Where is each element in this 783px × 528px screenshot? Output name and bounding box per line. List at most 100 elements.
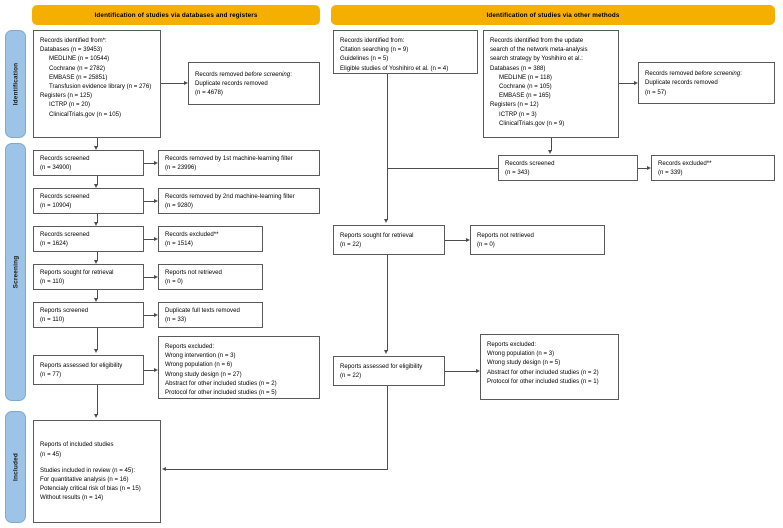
conn-eligibility-to-excluded-right [445, 371, 476, 372]
conn-sought-to-notretrieved-right [445, 240, 466, 241]
ln-update-ictrp: ICTRP (n = 3) [499, 110, 537, 118]
arrowhead-screened3 [94, 222, 99, 226]
box-records-excluded-left: Records excluded** (n = 1514) [158, 226, 263, 252]
ln-notretrieved-right-label: Reports not retrieved [477, 231, 534, 239]
ln-sought-right-label: Reports sought for retrieval [340, 231, 414, 239]
box-records-removed-before-screening-right: Records removed before screening: Duplic… [638, 62, 775, 104]
ln-removed-emph-right: before screening [694, 70, 741, 78]
box-reports-not-retrieved-left: Reports not retrieved (n = 0) [158, 264, 263, 290]
arrowhead-screened-right [548, 150, 553, 154]
conn-sought-to-notretrieved-left [144, 277, 154, 278]
ln-duplicate-removed-left: Duplicate records removed [195, 79, 268, 87]
stage-identification-text: Identification [12, 62, 19, 106]
ln-excl-left-wrong-population: Wrong population (n = 6) [165, 361, 233, 369]
ln-duplicate-fulltext-count: (n = 33) [165, 316, 187, 323]
ln-ml2-label: Records removed by 2nd machine-learning … [165, 192, 295, 200]
ln-eligibility-right-count: (n = 22) [340, 372, 362, 379]
ln-screened2-count: (n = 10904) [40, 202, 72, 209]
ln-clinicaltrials: ClinicalTrials.gov (n = 105) [49, 110, 122, 118]
ln-screened3-label: Records screened [40, 230, 90, 238]
ln-excl-left-protocol: Protocol for other included studies (n =… [165, 389, 277, 397]
box-reports-excluded-left: Reports excluded: Wrong intervention (n … [158, 336, 320, 399]
ln-notretrieved-left-label: Reports not retrieved [165, 268, 222, 276]
conn-identified-to-duplicates-left [161, 83, 184, 84]
conn-eligibility-to-excluded-left [144, 370, 154, 371]
ln-excl-right-abstract: Abstract for other included studies (n =… [487, 368, 599, 376]
ln-sought-left-count: (n = 110) [40, 278, 65, 285]
conn-sought-to-eligibility-right [387, 255, 388, 351]
ln-databases-total: Databases (n = 39453) [40, 46, 103, 54]
ln-eligibility-left-label: Reports assessed for eligibility [40, 361, 123, 369]
ln-update-registers-total: Registers (n = 12) [490, 101, 539, 109]
ln-update-search-3: search strategy by Yoshihiro et al.: [490, 55, 583, 63]
arrowhead-included [94, 414, 99, 418]
ln-excluded-left-count: (n = 1514) [165, 240, 193, 247]
arrowhead-sought-right [384, 219, 389, 223]
box-reports-not-retrieved-right: Reports not retrieved (n = 0) [470, 225, 605, 255]
spacer-included [40, 459, 154, 466]
ln-ml2-count: (n = 9280) [165, 202, 193, 209]
ln-excl-right-protocol: Protocol for other included studies (n =… [487, 377, 599, 385]
ln-embase: EMBASE (n = 25851) [49, 73, 108, 81]
ln-notretrieved-right-count: (n = 0) [477, 241, 495, 248]
ln-removed-colon-left: : [290, 70, 292, 78]
ln-excluded-right-label: Records excluded** [658, 159, 712, 167]
ln-removed-prefix-right: Records removed [645, 70, 695, 78]
ln-eligibility-right-label: Reports assessed for eligibility [340, 362, 423, 370]
stage-label-included: Included [5, 411, 26, 523]
ln-notretrieved-left-count: (n = 0) [165, 278, 183, 285]
ln-removed-before-screening-right: Records removed before screening: [645, 69, 768, 78]
ln-reports-screened-left-label: Reports screened [40, 306, 89, 314]
arrowhead-excluded-reports-left [154, 367, 158, 372]
arrowhead-included-from-right [162, 466, 166, 471]
box-records-screened-2: Records screened (n = 10904) [33, 188, 144, 214]
box-reports-excluded-right: Reports excluded: Wrong population (n = … [480, 334, 619, 400]
ln-excluded-left-label: Records excluded** [165, 230, 219, 238]
conn-screened-right-to-trunk [387, 168, 498, 169]
ln-included-in-review: Studies included in review (n = 45): [40, 466, 136, 474]
arrowhead-screened2 [94, 184, 99, 188]
box-records-identified-other-methods: Records identified from: Citation search… [333, 30, 478, 74]
arrowhead-screened1 [94, 146, 99, 150]
ln-screened1-label: Records screened [40, 154, 90, 162]
ln-excl-right-title: Reports excluded: [487, 341, 537, 348]
ln-excl-right-wrong-population: Wrong population (n = 3) [487, 350, 555, 358]
arrowhead-notretrieved-right [466, 237, 470, 242]
box-included-studies: Reports of included studies (n = 45) Stu… [33, 420, 161, 523]
conn-update-to-screened-right [551, 138, 552, 151]
ln-registers-total: Registers (n = 125) [40, 92, 92, 100]
box-records-screened-right: Records screened (n = 343) [498, 155, 638, 181]
ln-removed-before-screening-left: Records removed before screening: [195, 70, 313, 79]
stage-screening-text: Screening [12, 255, 19, 289]
ln-ictrp: ICTRP (n = 20) [49, 101, 91, 109]
conn-screened2-to-ml2 [144, 201, 154, 202]
box-records-screened-3: Records screened (n = 1624) [33, 226, 144, 252]
ln-medline: MEDLINE (n = 10544) [49, 55, 110, 63]
ln-update-search-2: search of the network meta-analysis [490, 46, 588, 54]
conn-reports-screened-to-duplicate-fulltext [144, 315, 154, 316]
conn-update-to-duplicates-right [619, 83, 634, 84]
ln-other-identified-from: Records identified from: [340, 37, 405, 44]
arrowhead-duplicates-left [184, 80, 188, 85]
box-removed-ml-filter-2: Records removed by 2nd machine-learning … [158, 188, 320, 214]
stage-label-screening: Screening [5, 143, 26, 401]
stage-included-text: Included [12, 453, 19, 481]
ln-transfusion-evidence-library: Transfusion evidence library (n = 276) [49, 83, 152, 91]
box-reports-screened-left: Reports screened (n = 110) [33, 302, 144, 328]
ln-removed-prefix-left: Records removed [195, 70, 245, 78]
arrowhead-excluded-reports-right [476, 368, 480, 373]
arrowhead-eligibility-right [384, 350, 389, 354]
ln-removed-emph-left: before screening [244, 70, 291, 78]
box-reports-sought-left: Reports sought for retrieval (n = 110) [33, 264, 144, 290]
box-records-excluded-right: Records excluded** (n = 339) [651, 155, 775, 181]
box-records-screened-1: Records screened (n = 34900) [33, 150, 144, 176]
ln-included-without-results: Without results (n = 14) [40, 494, 104, 502]
ln-excluded-right-count: (n = 339) [658, 169, 683, 176]
arrowhead-ml1 [154, 160, 158, 165]
ln-reports-screened-left-count: (n = 110) [40, 316, 65, 323]
arrowhead-ml2 [154, 198, 158, 203]
ln-cochrane: Cochrane (n = 2782) [49, 64, 106, 72]
conn-eligibility-to-included [97, 385, 98, 415]
ln-update-databases-total: Databases (n = 388) [490, 64, 546, 72]
ln-included-quantitative: For quantitative analysis (n = 16) [40, 476, 129, 483]
